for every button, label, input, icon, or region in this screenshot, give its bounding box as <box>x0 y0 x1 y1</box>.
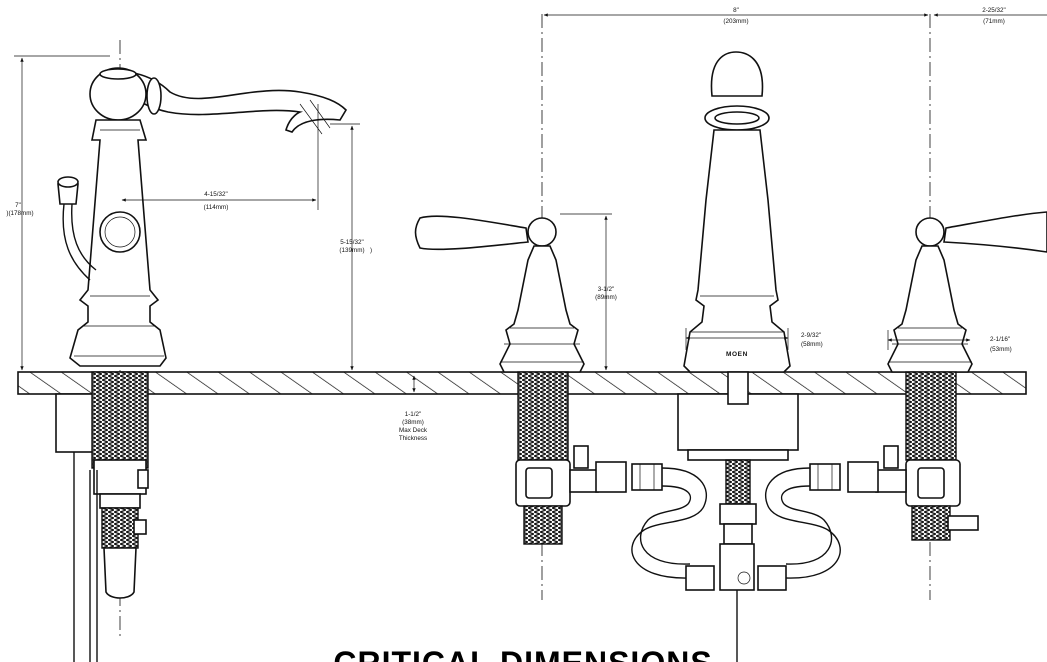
handle-height-metric: (89mm) <box>595 294 617 301</box>
overall-height-metric: )(178mm) <box>6 210 33 217</box>
dimension-lines <box>14 13 1047 393</box>
spout-clearance-imperial: 5-15/32" <box>340 239 364 246</box>
handle-overhang-imperial: 2-25/32" <box>982 7 1006 14</box>
overall-height-imperial: 7" <box>15 202 21 209</box>
widespread-spout: MOEN <box>677 51 799 662</box>
handle-overhang-metric: (71mm) <box>983 18 1005 25</box>
spout-base-imperial: 2-9/32" <box>801 332 821 339</box>
side-view-faucet <box>55 40 348 662</box>
deck-thickness-note-1: Max Deck <box>399 427 428 434</box>
drawing-title: CRITICAL DIMENSIONS <box>333 645 712 662</box>
left-handle-valve <box>414 215 627 545</box>
moen-brand-mark: MOEN <box>726 351 748 358</box>
handle-base-metric: (53mm) <box>990 346 1012 353</box>
spout-clearance-tail: ) <box>370 247 372 254</box>
deck-thickness-note-2: Thickness <box>399 435 427 442</box>
dimension-labels: 7" )(178mm) 4-15/32" (114mm) 5-15/32" (1… <box>6 7 1011 442</box>
handle-spacing-imperial: 8" <box>733 7 739 14</box>
handle-height-imperial: 3-1/2" <box>598 286 615 293</box>
handle-spacing-metric: (203mm) <box>723 18 748 25</box>
spout-reach-imperial: 4-15/32" <box>204 191 228 198</box>
handle-base-imperial: 2-1/16" <box>990 336 1010 343</box>
deck-thickness-metric: (38mm) <box>402 419 424 426</box>
deck-thickness-imperial: 1-1/2" <box>405 411 422 418</box>
spout-reach-metric: (114mm) <box>204 204 229 211</box>
supply-hoses <box>631 463 841 591</box>
spout-base-metric: (58mm) <box>801 341 823 348</box>
spout-clearance-metric: (139mm) <box>339 247 364 254</box>
